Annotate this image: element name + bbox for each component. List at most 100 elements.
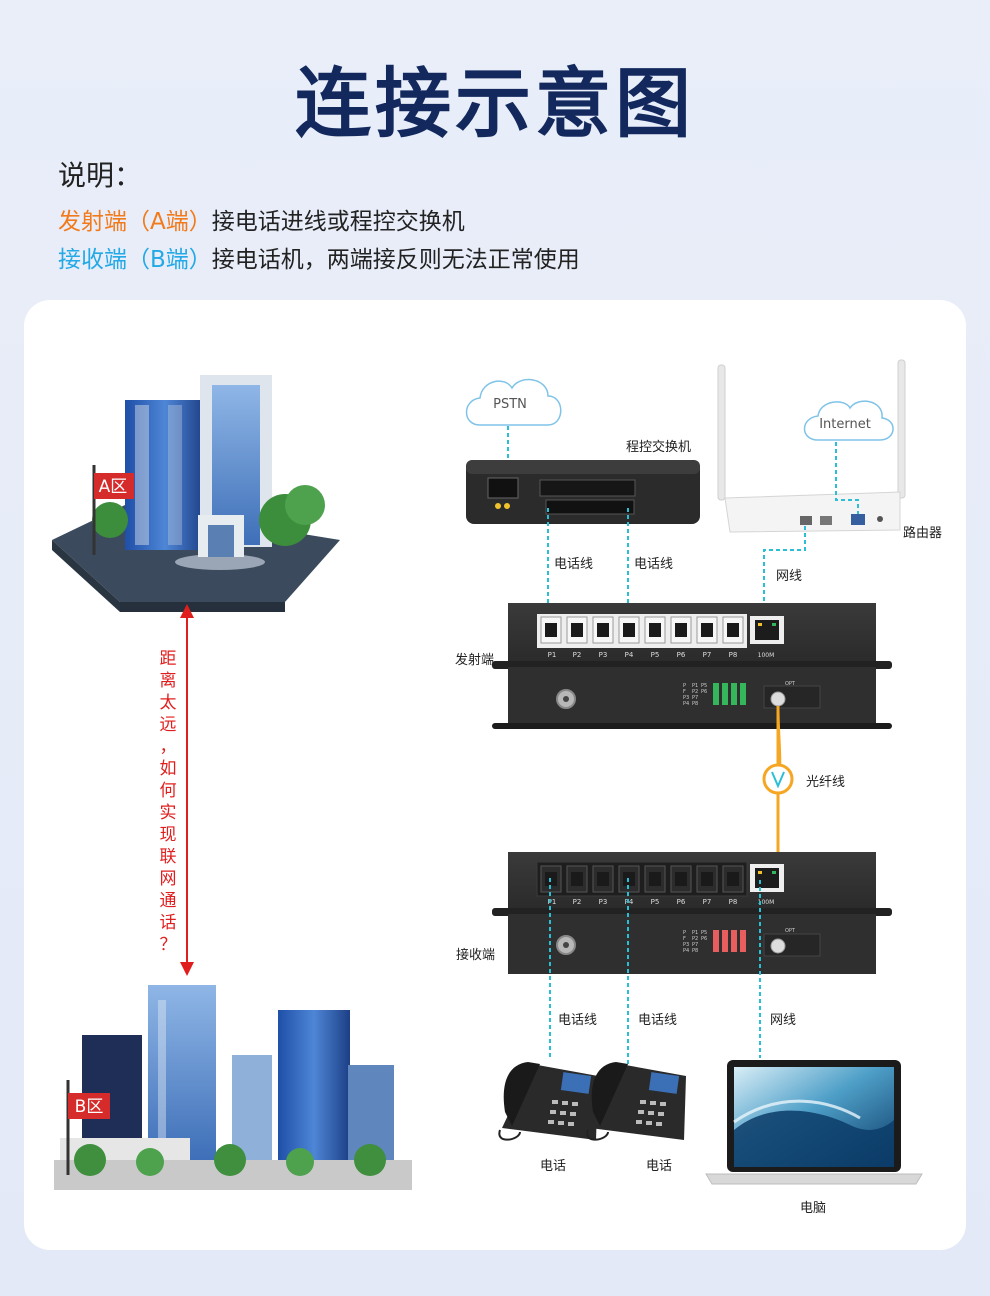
internet-cloud-icon <box>803 400 894 441</box>
rx-port-label-3: P3 <box>599 898 608 906</box>
city-b-illustration <box>54 985 412 1190</box>
rx-eth-label: 100M <box>758 899 775 906</box>
arrow-head-up <box>180 604 194 618</box>
rj11-port-socket <box>701 872 713 886</box>
rx-port-label-8: P8 <box>729 898 738 906</box>
ip-phone-1-icon <box>498 1062 598 1141</box>
laptop-icon <box>705 1060 923 1185</box>
transmitter-text: 接电话进线或程控交换机 <box>211 209 465 235</box>
receiver-text: 接电话机，两端接反则无法正常使用 <box>211 247 580 273</box>
rj11-port-socket <box>675 872 687 886</box>
zone-a-label: A区 <box>99 477 128 497</box>
rx-led-label: P4 <box>683 948 689 954</box>
rj11-port-socket <box>727 623 739 637</box>
receiver-highlight: 接收端（B端） <box>58 247 212 273</box>
rx-port-label-6: P6 <box>677 898 686 906</box>
zone-b-label: B区 <box>75 1097 104 1117</box>
rx-led-label: P8 <box>692 948 698 954</box>
pstn-label: PSTN <box>493 397 527 412</box>
distance-char: 现 <box>159 825 177 845</box>
pbx-label: 程控交换机 <box>626 440 692 455</box>
phone-line-label-1: 电话线 <box>554 557 594 572</box>
fiber-connector-icon <box>762 763 794 795</box>
arrow-head-down <box>180 962 194 976</box>
tx-port-label-7: P7 <box>703 651 712 659</box>
distance-char: 网 <box>159 869 177 889</box>
tx-led-label: P7 <box>692 695 698 701</box>
ip-phone-2-icon <box>586 1062 686 1141</box>
distance-char: 如 <box>159 759 177 779</box>
rj11-port-socket <box>571 872 583 886</box>
distance-char: 太 <box>159 693 177 713</box>
phone-label-1: 电话 <box>540 1159 567 1174</box>
rj11-port-socket <box>701 623 713 637</box>
tx-led-label: P1 <box>692 683 698 689</box>
tx-port-label-1: P1 <box>548 651 557 659</box>
tx-port-label-4: P4 <box>625 651 634 659</box>
tx-led-label: P6 <box>701 689 707 695</box>
fiber-label: 光纤线 <box>806 775 846 790</box>
rx-led-label: P3 <box>683 942 689 948</box>
tx-led-label: P3 <box>683 695 689 701</box>
distance-char: 话 <box>159 913 177 933</box>
tx-opt-label: OPT <box>785 681 796 687</box>
internet-cable <box>835 442 859 514</box>
rx-port-label-2: P2 <box>573 898 582 906</box>
tx-led-label: P5 <box>701 683 707 689</box>
rx-led-label: F <box>683 936 686 942</box>
pstn-cloud-icon <box>465 378 562 426</box>
distance-char: 联 <box>159 847 177 867</box>
phone-line-label-4: 电话线 <box>638 1013 678 1028</box>
tx-eth-label: 100M <box>758 652 775 659</box>
rj11-port-socket <box>597 872 609 886</box>
tx-port-label-5: P5 <box>651 651 660 659</box>
rx-port-label-1: P1 <box>548 898 557 906</box>
router-network-cable <box>763 526 806 622</box>
transmitter-highlight: 发射端（A端） <box>58 209 212 235</box>
transmitter-device <box>492 603 892 729</box>
rx-led-label: P5 <box>701 930 707 936</box>
description-label: 说明： <box>58 159 143 192</box>
distance-char: 实 <box>159 803 177 823</box>
tx-led-label: P2 <box>692 689 698 695</box>
distance-char: 离 <box>159 671 177 691</box>
tx-led-label: P4 <box>683 701 689 707</box>
rx-led-label: P <box>683 930 686 936</box>
tx-port-label-3: P3 <box>599 651 608 659</box>
transmitter-label: 发射端 <box>455 653 495 668</box>
rj11-port-socket <box>727 872 739 886</box>
rj11-port-socket <box>675 623 687 637</box>
phone-line-label-2: 电话线 <box>634 557 674 572</box>
rx-led-labels: P F P3 P4 P1 P2 P7 P8 P5 P6 <box>683 930 707 954</box>
distance-char: ， <box>159 737 177 757</box>
rx-led-label: P6 <box>701 936 707 942</box>
tx-led-label: P8 <box>692 701 698 707</box>
network-line-label-top: 网线 <box>776 569 803 584</box>
rx-port-label-4: P4 <box>625 898 634 906</box>
description-transmitter: 发射端（A端）接电话进线或程控交换机 <box>58 202 465 236</box>
building-a-illustration <box>52 375 340 612</box>
pbx-device <box>466 460 700 524</box>
page-title: 连接示意图 <box>295 59 695 148</box>
tx-led-label: F <box>683 689 686 695</box>
rj11-port-socket <box>545 623 557 637</box>
rx-led-label: P7 <box>692 942 698 948</box>
router-label: 路由器 <box>903 526 943 541</box>
rj11-port-socket <box>571 623 583 637</box>
tx-led-label: P <box>683 683 686 689</box>
distance-char: 距 <box>159 649 177 669</box>
rx-led-label: P1 <box>692 930 698 936</box>
phone-line-label-3: 电话线 <box>558 1013 598 1028</box>
rx-port-label-7: P7 <box>703 898 712 906</box>
description-receiver: 接收端（B端）接电话机，两端接反则无法正常使用 <box>58 240 580 274</box>
tx-led-labels: P F P3 P4 P1 P2 P7 P8 P5 P6 <box>683 683 707 707</box>
computer-label: 电脑 <box>800 1201 827 1216</box>
tx-port-label-2: P2 <box>573 651 582 659</box>
receiver-label: 接收端 <box>456 948 496 963</box>
distance-char: 通 <box>159 891 177 911</box>
rx-led-label: P2 <box>692 936 698 942</box>
distance-char: 何 <box>159 781 177 801</box>
phone-label-2: 电话 <box>646 1159 673 1174</box>
rx-port-label-5: P5 <box>651 898 660 906</box>
